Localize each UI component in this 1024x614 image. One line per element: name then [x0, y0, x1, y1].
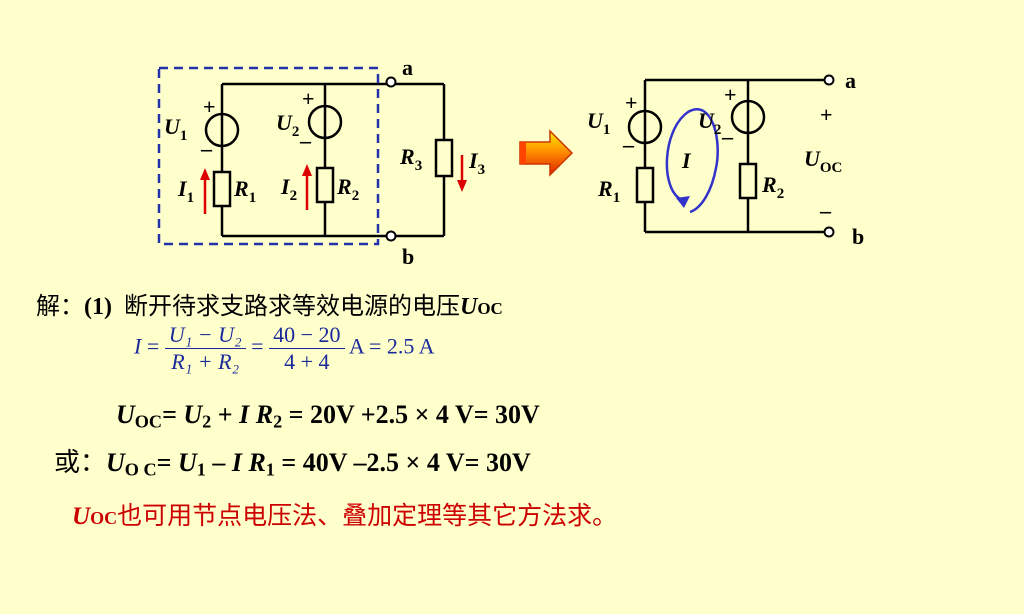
- left-label-u2: U2: [276, 110, 299, 140]
- left-u1-plus: +: [203, 94, 216, 119]
- left-label-r2: R2: [336, 174, 359, 204]
- left-resistor-r3: [434, 138, 454, 178]
- formula-frac2: 40 − 20 4 + 4: [269, 322, 345, 375]
- left-u2-plus: +: [302, 86, 315, 111]
- line1-plus: +: [211, 400, 240, 429]
- right-circuit: [643, 78, 826, 234]
- line2-u-sub: O C: [124, 459, 157, 480]
- formula-frac1: U₁ − U₂ R₁ + R₂: [164, 322, 246, 375]
- current-formula: I = U₁ − U₂ R₁ + R₂ = 40 − 20 4 + 4 A = …: [134, 322, 435, 375]
- right-resistor-r2: [738, 162, 758, 200]
- line2-u: U: [106, 448, 125, 477]
- left-label-i1: I1: [177, 176, 194, 206]
- solution-heading: 解：(1) 断开待求支路求等效电源的电压UOC: [36, 286, 503, 321]
- transform-arrow-icon: [519, 129, 574, 177]
- line2-eq: =: [156, 448, 178, 477]
- line2-rest: = 40V –2.5 × 4 V= 30V: [274, 448, 531, 477]
- line1-u: U: [116, 400, 135, 429]
- right-output-minus: –: [819, 198, 832, 223]
- formula-num1: U₁ − U₂: [164, 322, 246, 349]
- line2-minus: –: [205, 448, 232, 477]
- uoc-line-2: 或：UO C= U1 – I R1 = 40V –2.5 × 4 V= 30V: [54, 442, 531, 481]
- left-circuit: [220, 82, 446, 238]
- right-u2-plus: +: [724, 82, 737, 107]
- line1-r: R: [255, 400, 274, 429]
- formula-lhs: I: [134, 333, 142, 359]
- left-label-i3: I3: [468, 148, 485, 178]
- right-label-u2: U2: [698, 108, 721, 138]
- solution-text: 断开待求支路求等效电源的电压: [123, 292, 460, 320]
- line2-prefix: 或：: [54, 448, 107, 478]
- line1-u2-sub: 2: [202, 411, 212, 432]
- note-var: U: [72, 503, 91, 530]
- right-label-r1: R1: [597, 176, 620, 206]
- line2-i: I: [231, 448, 242, 477]
- note-text: 也可用节点电压法、叠加定理等其它方法求。: [117, 501, 618, 530]
- right-resistor-r1: [635, 166, 655, 204]
- dashed-box: [157, 66, 380, 246]
- left-u2-minus: –: [299, 128, 312, 153]
- left-label-a: a: [402, 55, 413, 80]
- left-terminal-b: [385, 230, 397, 242]
- current-arrow-i2: [302, 164, 312, 210]
- line1-i: I: [239, 400, 250, 429]
- left-label-r3: R3: [399, 144, 422, 174]
- left-label-i2: I2: [280, 174, 297, 204]
- solution-step: (1): [84, 294, 112, 320]
- left-resistor-r1: [212, 170, 232, 208]
- left-label-r1: R1: [233, 176, 256, 206]
- line2-u1-sub: 1: [196, 459, 206, 480]
- note-var-sub: OC: [90, 508, 118, 528]
- left-terminal-a: [385, 76, 397, 88]
- solution-var: U: [459, 294, 478, 320]
- right-source-u1: [627, 109, 663, 145]
- right-output-uoc: UOC: [804, 146, 842, 176]
- line2-r-sub: 1: [265, 459, 275, 480]
- formula-den1: R₁ + R₂: [171, 349, 240, 374]
- loop-current-arrow-icon: [665, 108, 719, 214]
- method-note: UOC也可用节点电压法、叠加定理等其它方法求。: [72, 496, 617, 532]
- right-label-r2: R2: [761, 172, 784, 202]
- current-arrow-i3: [457, 155, 467, 192]
- right-u1-plus: +: [625, 90, 638, 115]
- right-terminal-b: [823, 226, 835, 238]
- right-label-loop-i: I: [681, 148, 692, 173]
- left-resistor-r2: [315, 166, 335, 204]
- solution-prefix: 解：: [36, 292, 84, 320]
- line2-u1: U: [177, 448, 197, 477]
- solution-var-sub: OC: [477, 299, 503, 318]
- left-source-u1: [204, 112, 240, 148]
- right-output-plus: +: [820, 102, 833, 127]
- left-label-b: b: [402, 244, 414, 269]
- right-u1-minus: –: [622, 132, 635, 157]
- right-source-u2: [730, 99, 766, 135]
- line1-u-sub: OC: [134, 411, 163, 432]
- formula-eq1: =: [146, 333, 160, 359]
- line2-r: R: [248, 448, 266, 477]
- formula-den2: 4 + 4: [284, 349, 330, 374]
- current-arrow-i1: [200, 168, 210, 214]
- left-u1-minus: –: [200, 136, 213, 161]
- line1-r-sub: 2: [273, 411, 283, 432]
- line1-eq: =: [162, 400, 184, 429]
- uoc-line-1: UOC= U2 + I R2 = 20V +2.5 × 4 V= 30V: [116, 400, 540, 433]
- right-label-a: a: [845, 68, 856, 93]
- formula-result: A = 2.5 A: [348, 333, 435, 359]
- left-source-u2: [307, 104, 343, 140]
- right-label-u1: U1: [587, 108, 610, 138]
- line1-rest: = 20V +2.5 × 4 V= 30V: [282, 400, 540, 429]
- right-u2-minus: –: [721, 124, 734, 149]
- right-label-b: b: [852, 224, 864, 249]
- right-terminal-a: [823, 74, 835, 86]
- formula-eq2: =: [251, 333, 264, 359]
- formula-num2: 40 − 20: [269, 322, 345, 349]
- left-label-u1: U1: [164, 114, 187, 144]
- line1-u2: U: [183, 400, 203, 429]
